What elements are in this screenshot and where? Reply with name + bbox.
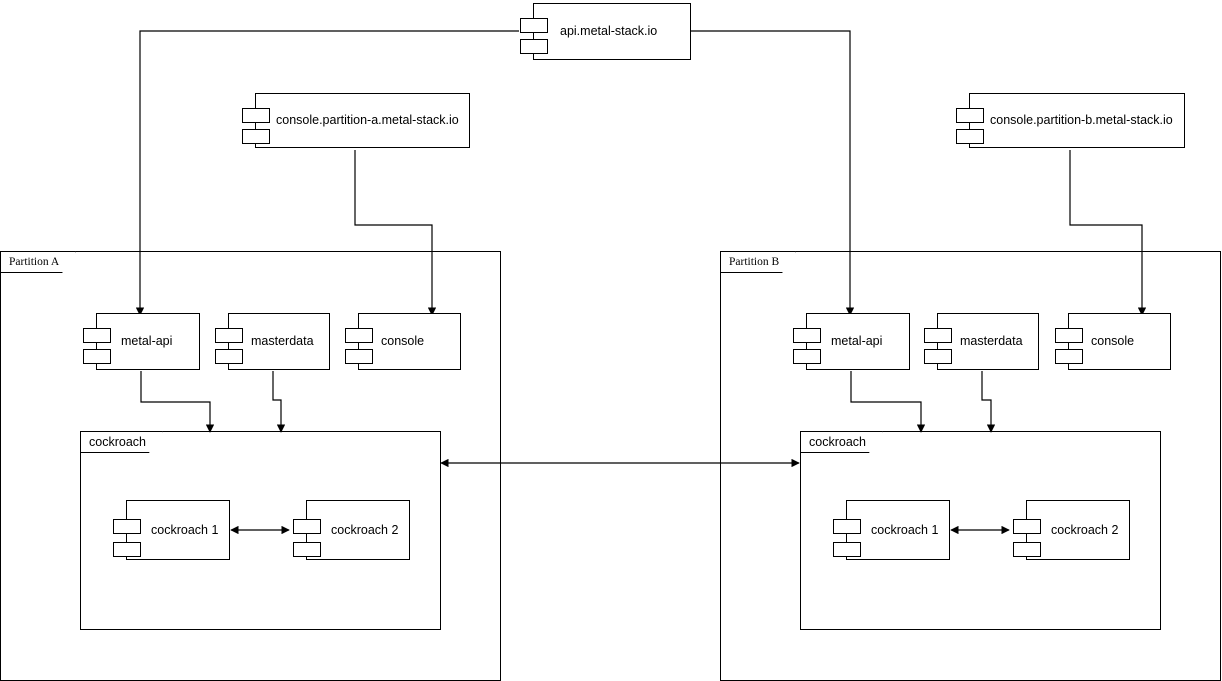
partition-b-component-metal-api[interactable]: metal-api [793, 313, 910, 370]
component-label: cockroach 2 [1051, 522, 1119, 537]
component-label: cockroach 2 [331, 522, 399, 537]
component-label: masterdata [251, 334, 314, 349]
uml-component-icon [113, 542, 141, 557]
partition-b-cockroach-1[interactable]: cockroach 1 [833, 500, 950, 560]
component-console-partition-a[interactable]: console.partition-a.metal-stack.io [242, 93, 470, 148]
uml-component-icon [520, 18, 548, 33]
cockroach-frame-label: cockroach [89, 435, 146, 449]
partition-a-component-console[interactable]: console [345, 313, 461, 370]
cockroach-frame-label-tab: cockroach [800, 431, 883, 453]
uml-component-icon [833, 519, 861, 534]
component-label: console.partition-b.metal-stack.io [990, 113, 1173, 128]
component-label: console.partition-a.metal-stack.io [276, 113, 459, 128]
uml-component-icon [1013, 519, 1041, 534]
partition-b-label: Partition B [729, 256, 780, 268]
component-label: api.metal-stack.io [560, 24, 658, 39]
uml-component-icon [242, 108, 270, 123]
partition-b-cockroach-frame[interactable]: cockroach [800, 431, 1161, 630]
uml-component-icon [833, 542, 861, 557]
uml-component-icon [793, 328, 821, 343]
partition-a-cockroach-1[interactable]: cockroach 1 [113, 500, 230, 560]
component-label: masterdata [960, 334, 1023, 349]
uml-component-icon [956, 129, 984, 144]
cockroach-frame-label-tab: cockroach [80, 431, 163, 453]
uml-component-icon [83, 349, 111, 364]
partition-b-label-tab: Partition B [720, 251, 796, 273]
component-console-partition-b[interactable]: console.partition-b.metal-stack.io [956, 93, 1185, 148]
uml-component-icon [1055, 349, 1083, 364]
uml-component-icon [1055, 328, 1083, 343]
partition-a-label: Partition A [9, 256, 60, 268]
uml-component-icon [215, 349, 243, 364]
partition-a-cockroach-2[interactable]: cockroach 2 [293, 500, 410, 560]
partition-b-cockroach-2[interactable]: cockroach 2 [1013, 500, 1130, 560]
component-label: cockroach 1 [871, 522, 939, 537]
uml-component-icon [924, 328, 952, 343]
partition-a-component-masterdata[interactable]: masterdata [215, 313, 330, 370]
component-label: metal-api [831, 334, 883, 349]
uml-component-icon [293, 542, 321, 557]
partition-a-component-metal-api[interactable]: metal-api [83, 313, 200, 370]
partition-b-component-console[interactable]: console [1055, 313, 1171, 370]
uml-component-icon [293, 519, 321, 534]
uml-component-icon [242, 129, 270, 144]
component-label: console [381, 334, 425, 349]
uml-component-icon [83, 328, 111, 343]
partition-b-component-masterdata[interactable]: masterdata [924, 313, 1039, 370]
component-label: cockroach 1 [151, 522, 219, 537]
partition-a-label-tab: Partition A [0, 251, 76, 273]
component-label: console [1091, 334, 1135, 349]
uml-component-icon [345, 328, 373, 343]
component-api-endpoint[interactable]: api.metal-stack.io [520, 3, 691, 60]
cockroach-frame-label: cockroach [809, 435, 866, 449]
uml-component-icon [113, 519, 141, 534]
component-label: metal-api [121, 334, 173, 349]
uml-component-icon [924, 349, 952, 364]
partition-a-cockroach-frame[interactable]: cockroach [80, 431, 441, 630]
uml-component-icon [1013, 542, 1041, 557]
uml-component-icon [956, 108, 984, 123]
uml-component-icon [215, 328, 243, 343]
uml-component-icon [345, 349, 373, 364]
uml-component-icon [793, 349, 821, 364]
uml-component-icon [520, 39, 548, 54]
